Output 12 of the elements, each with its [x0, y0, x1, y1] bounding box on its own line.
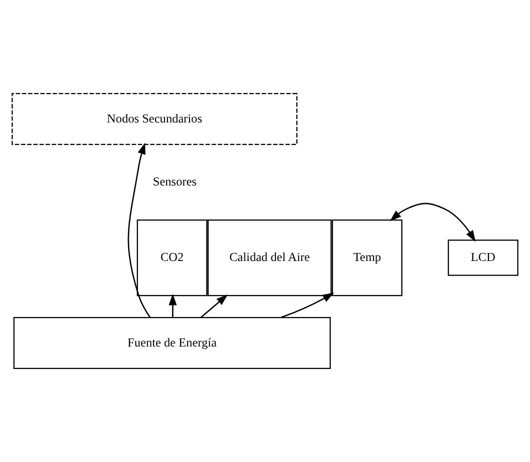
- arrow: [128, 142, 151, 318]
- arrow: [168, 294, 177, 318]
- node-box: Calidad del Aire: [208, 219, 332, 296]
- node-box: Temp: [332, 219, 402, 296]
- arrow: [280, 292, 334, 318]
- arrow: [390, 202, 476, 242]
- node-box: Fuente de Energía: [13, 316, 331, 370]
- node-box: Nodos Secundarios: [12, 92, 298, 146]
- node-box: CO2: [136, 219, 208, 296]
- label: Sensores: [152, 174, 197, 188]
- arrow: [200, 294, 228, 318]
- node-box: LCD: [448, 240, 518, 276]
